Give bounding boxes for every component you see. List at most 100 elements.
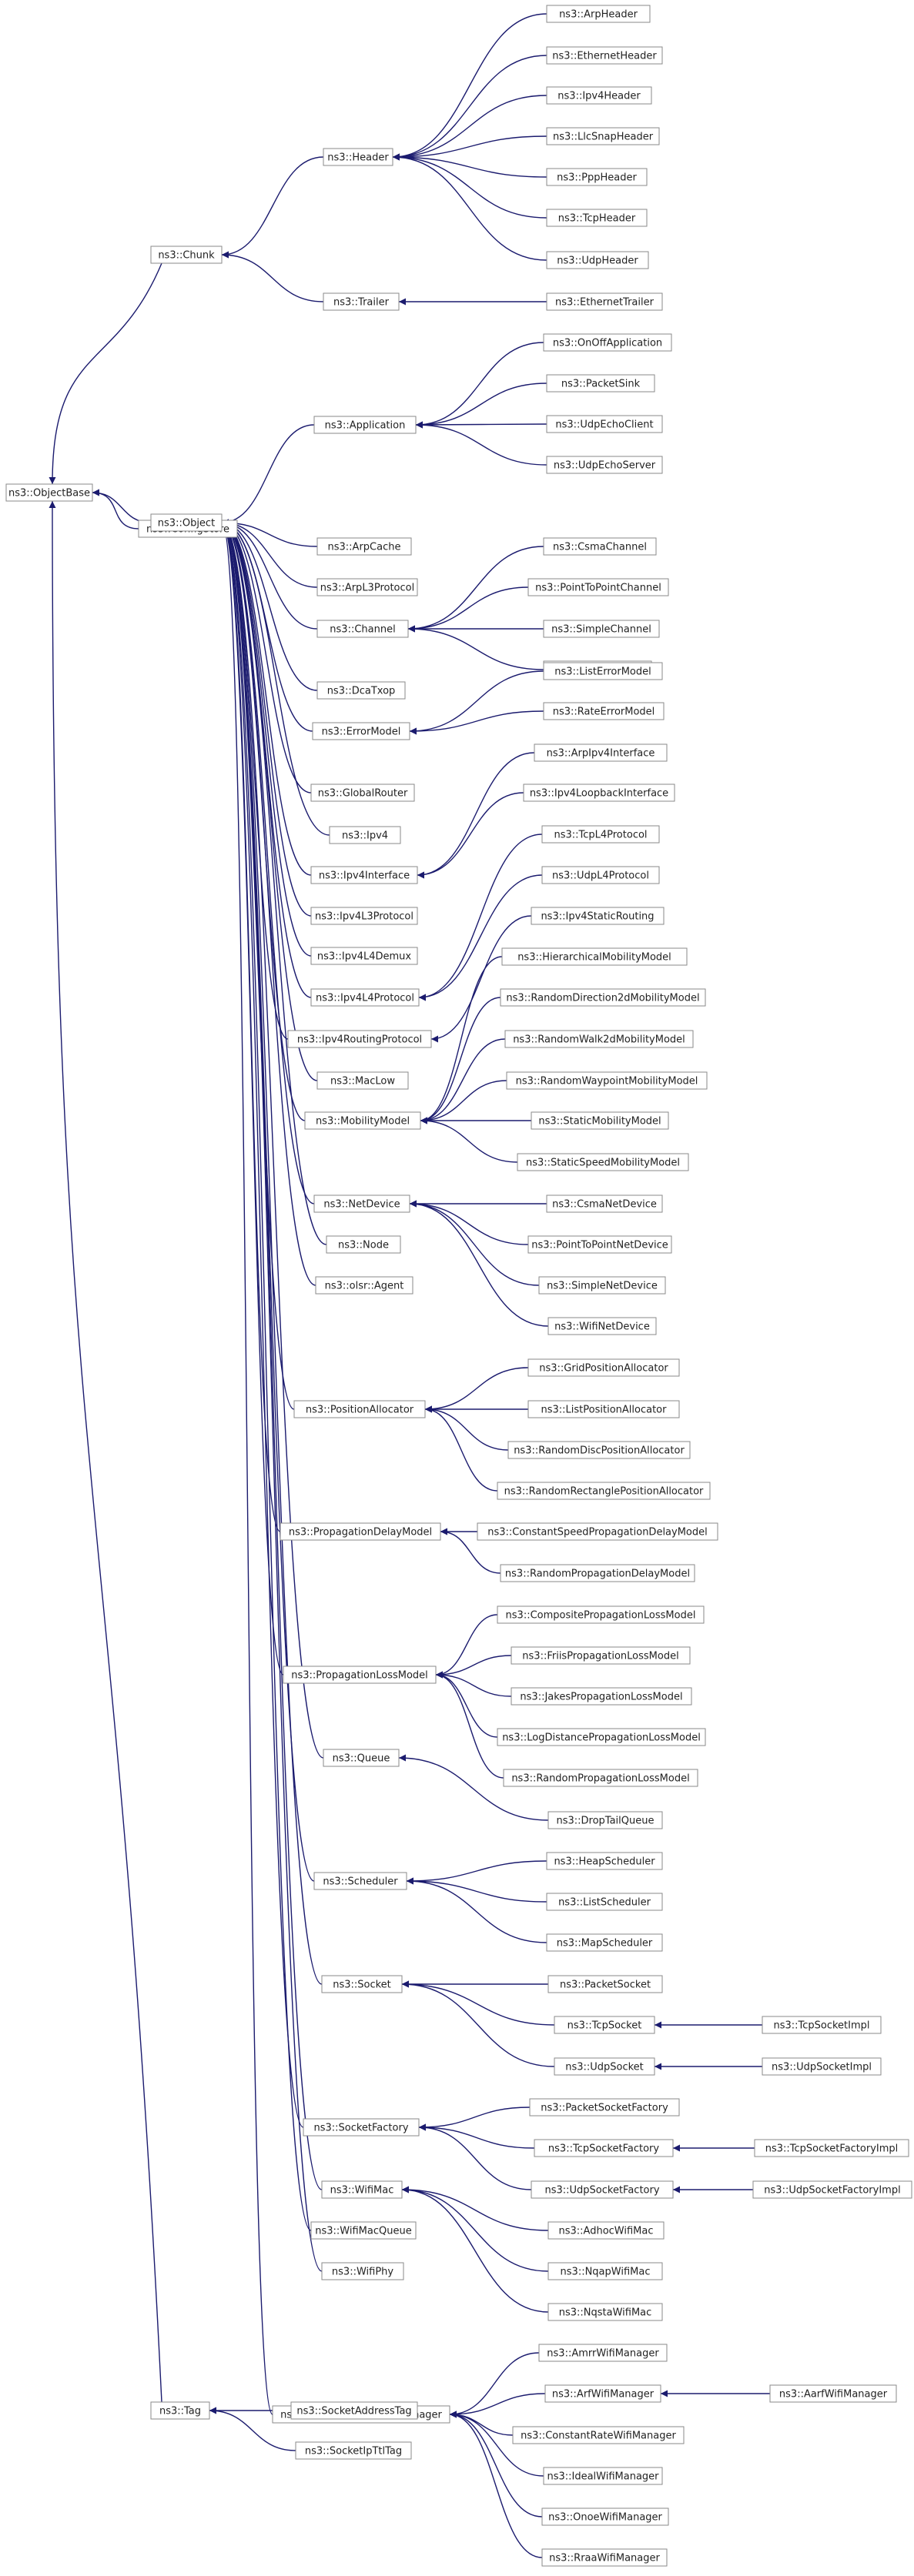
class-node-chunk[interactable]: ns3::Chunk: [150, 246, 223, 264]
class-node-random-direction2d-mobility-model[interactable]: ns3::RandomDirection2dMobilityModel: [500, 988, 706, 1007]
class-node-csma-net-device[interactable]: ns3::CsmaNetDevice: [546, 1194, 663, 1213]
class-node-grid-position-allocator[interactable]: ns3::GridPositionAllocator: [527, 1358, 680, 1377]
class-node-header[interactable]: ns3::Header: [323, 148, 393, 166]
class-node-list-scheduler[interactable]: ns3::ListScheduler: [546, 1893, 663, 1911]
class-node-aarf-wifi-manager[interactable]: ns3::AarfWifiManager: [769, 2384, 897, 2403]
class-node-wifi-net-device[interactable]: ns3::WifiNetDevice: [547, 1317, 657, 1335]
class-node-ppp-header[interactable]: ns3::PppHeader: [546, 168, 648, 186]
class-node-packet-sink[interactable]: ns3::PacketSink: [546, 374, 655, 393]
class-node-map-scheduler[interactable]: ns3::MapScheduler: [546, 1933, 663, 1952]
class-node-random-propagation-loss-model[interactable]: ns3::RandomPropagationLossModel: [503, 1769, 698, 1787]
class-node-udp-echo-client[interactable]: ns3::UdpEchoClient: [546, 415, 663, 433]
class-node-rraa-wifi-manager[interactable]: ns3::RraaWifiManager: [541, 2548, 668, 2567]
class-node-tcp-l4-protocol[interactable]: ns3::TcpL4Protocol: [541, 825, 660, 844]
class-node-packet-socket[interactable]: ns3::PacketSocket: [547, 1975, 663, 1993]
class-node-udp-socket-factory-impl[interactable]: ns3::UdpSocketFactoryImpl: [752, 2180, 912, 2199]
class-node-arp-l3-protocol[interactable]: ns3::ArpL3Protocol: [316, 578, 418, 596]
class-node-ipv4-routing-protocol[interactable]: ns3::Ipv4RoutingProtocol: [287, 1030, 432, 1048]
class-node-composite-propagation-loss-model[interactable]: ns3::CompositePropagationLossModel: [497, 1605, 705, 1624]
class-node-tcp-socket-impl[interactable]: ns3::TcpSocketImpl: [762, 2016, 882, 2034]
class-node-tcp-socket[interactable]: ns3::TcpSocket: [554, 2016, 655, 2034]
class-node-nqsta-wifi-mac[interactable]: ns3::NqstaWifiMac: [547, 2303, 663, 2321]
class-node-queue[interactable]: ns3::Queue: [323, 1749, 400, 1767]
class-node-adhoc-wifi-mac[interactable]: ns3::AdhocWifiMac: [547, 2221, 665, 2240]
class-node-mac-low[interactable]: ns3::MacLow: [316, 1071, 409, 1090]
class-node-list-position-allocator[interactable]: ns3::ListPositionAllocator: [527, 1400, 680, 1418]
class-node-ipv4-l4-demux[interactable]: ns3::Ipv4L4Demux: [310, 947, 418, 965]
class-node-arp-ipv4-interface[interactable]: ns3::ArpIpv4Interface: [534, 743, 668, 762]
class-node-on-off-application[interactable]: ns3::OnOffApplication: [543, 333, 672, 352]
class-node-constant-speed-propagation-delay-model[interactable]: ns3::ConstantSpeedPropagationDelayModel: [477, 1522, 718, 1541]
class-node-constant-rate-wifi-manager[interactable]: ns3::ConstantRateWifiManager: [512, 2426, 685, 2444]
class-node-friis-propagation-loss-model[interactable]: ns3::FriisPropagationLossModel: [511, 1646, 691, 1665]
class-node-hierarchical-mobility-model[interactable]: ns3::HierarchicalMobilityModel: [501, 947, 688, 966]
class-node-ipv4-loopback-interface[interactable]: ns3::Ipv4LoopbackInterface: [523, 783, 675, 802]
class-node-arp-cache[interactable]: ns3::ArpCache: [316, 537, 412, 556]
class-node-error-model[interactable]: ns3::ErrorModel: [312, 722, 410, 740]
class-node-rate-error-model[interactable]: ns3::RateErrorModel: [543, 702, 665, 720]
class-node-packet-socket-factory[interactable]: ns3::PacketSocketFactory: [529, 2098, 680, 2117]
class-node-arp-header[interactable]: ns3::ArpHeader: [546, 5, 651, 23]
class-node-csma-channel[interactable]: ns3::CsmaChannel: [543, 537, 657, 556]
class-node-propagation-delay-model[interactable]: ns3::PropagationDelayModel: [280, 1522, 441, 1541]
class-node-wifi-phy[interactable]: ns3::WifiPhy: [321, 2262, 404, 2280]
class-node-nqap-wifi-mac[interactable]: ns3::NqapWifiMac: [547, 2262, 663, 2280]
class-node-jakes-propagation-loss-model[interactable]: ns3::JakesPropagationLossModel: [511, 1687, 692, 1706]
class-node-application[interactable]: ns3::Application: [313, 416, 417, 434]
class-node-random-waypoint-mobility-model[interactable]: ns3::RandomWaypointMobilityModel: [506, 1071, 708, 1090]
class-node-dca-txop[interactable]: ns3::DcaTxop: [316, 681, 406, 700]
class-node-tcp-socket-factory-impl[interactable]: ns3::TcpSocketFactoryImpl: [754, 2139, 909, 2157]
class-node-trailer[interactable]: ns3::Trailer: [323, 292, 400, 311]
class-node-udp-header[interactable]: ns3::UdpHeader: [546, 251, 649, 269]
class-node-net-device[interactable]: ns3::NetDevice: [313, 1194, 410, 1213]
class-node-object[interactable]: ns3::Object: [150, 513, 223, 532]
class-node-object-base[interactable]: ns3::ObjectBase: [5, 483, 93, 502]
class-node-point-to-point-net-device[interactable]: ns3::PointToPointNetDevice: [527, 1235, 672, 1254]
class-node-log-distance-propagation-loss-model[interactable]: ns3::LogDistancePropagationLossModel: [497, 1728, 706, 1746]
class-node-simple-net-device[interactable]: ns3::SimpleNetDevice: [538, 1276, 666, 1295]
class-node-static-speed-mobility-model[interactable]: ns3::StaticSpeedMobilityModel: [517, 1153, 689, 1171]
class-node-scheduler[interactable]: ns3::Scheduler: [313, 1872, 407, 1890]
class-node-socket-factory[interactable]: ns3::SocketFactory: [303, 2118, 420, 2137]
class-node-mobility-model[interactable]: ns3::MobilityModel: [304, 1111, 421, 1130]
class-node-simple-channel[interactable]: ns3::SimpleChannel: [543, 620, 660, 638]
class-node-socket-address-tag[interactable]: ns3::SocketAddressTag: [290, 2401, 418, 2420]
class-node-olsr-agent[interactable]: ns3::olsr::Agent: [315, 1276, 413, 1295]
class-node-ipv4-l3-protocol[interactable]: ns3::Ipv4L3Protocol: [310, 907, 418, 925]
class-node-point-to-point-channel[interactable]: ns3::PointToPointChannel: [527, 578, 669, 596]
class-node-udp-l4-protocol[interactable]: ns3::UdpL4Protocol: [541, 866, 660, 884]
class-node-random-disc-position-allocator[interactable]: ns3::RandomDiscPositionAllocator: [507, 1441, 691, 1459]
class-node-llc-snap-header[interactable]: ns3::LlcSnapHeader: [546, 127, 660, 145]
class-node-position-allocator[interactable]: ns3::PositionAllocator: [293, 1400, 426, 1418]
class-node-list-error-model[interactable]: ns3::ListErrorModel: [543, 662, 663, 680]
class-node-wifi-mac-queue[interactable]: ns3::WifiMacQueue: [310, 2221, 417, 2240]
class-node-tcp-socket-factory[interactable]: ns3::TcpSocketFactory: [534, 2139, 674, 2157]
class-node-tcp-header[interactable]: ns3::TcpHeader: [546, 209, 648, 227]
class-node-random-walk2d-mobility-model[interactable]: ns3::RandomWalk2dMobilityModel: [504, 1030, 694, 1048]
class-node-ideal-wifi-manager[interactable]: ns3::IdealWifiManager: [543, 2467, 663, 2485]
class-node-global-router[interactable]: ns3::GlobalRouter: [310, 783, 415, 802]
class-node-ipv4[interactable]: ns3::Ipv4: [329, 826, 401, 844]
class-node-drop-tail-queue[interactable]: ns3::DropTailQueue: [547, 1811, 663, 1829]
class-node-ethernet-header[interactable]: ns3::EthernetHeader: [546, 46, 663, 65]
class-node-ethernet-trailer[interactable]: ns3::EthernetTrailer: [546, 292, 663, 311]
class-node-ipv4-interface[interactable]: ns3::Ipv4Interface: [310, 866, 418, 884]
class-node-tag[interactable]: ns3::Tag: [150, 2401, 210, 2420]
class-node-socket-ip-ttl-tag[interactable]: ns3::SocketIpTtlTag: [295, 2441, 412, 2460]
class-node-ipv4-header[interactable]: ns3::Ipv4Header: [546, 86, 652, 105]
class-node-node[interactable]: ns3::Node: [326, 1235, 401, 1254]
class-node-random-rectangle-position-allocator[interactable]: ns3::RandomRectanglePositionAllocator: [497, 1482, 711, 1500]
class-node-random-propagation-delay-model[interactable]: ns3::RandomPropagationDelayModel: [500, 1564, 695, 1582]
class-node-socket[interactable]: ns3::Socket: [321, 1975, 403, 1993]
class-node-udp-socket[interactable]: ns3::UdpSocket: [554, 2057, 655, 2076]
class-node-udp-echo-server[interactable]: ns3::UdpEchoServer: [546, 456, 663, 474]
class-node-amrr-wifi-manager[interactable]: ns3::AmrrWifiManager: [538, 2344, 668, 2362]
class-node-ipv4-l4-protocol[interactable]: ns3::Ipv4L4Protocol: [310, 988, 420, 1007]
class-node-wifi-mac[interactable]: ns3::WifiMac: [321, 2180, 403, 2199]
class-node-udp-socket-factory[interactable]: ns3::UdpSocketFactory: [531, 2180, 674, 2199]
class-node-channel[interactable]: ns3::Channel: [316, 620, 409, 638]
class-node-heap-scheduler[interactable]: ns3::HeapScheduler: [546, 1852, 663, 1870]
class-node-udp-socket-impl[interactable]: ns3::UdpSocketImpl: [762, 2057, 882, 2076]
class-node-ipv4-static-routing[interactable]: ns3::Ipv4StaticRouting: [531, 907, 665, 925]
class-node-onoe-wifi-manager[interactable]: ns3::OnoeWifiManager: [541, 2508, 669, 2526]
